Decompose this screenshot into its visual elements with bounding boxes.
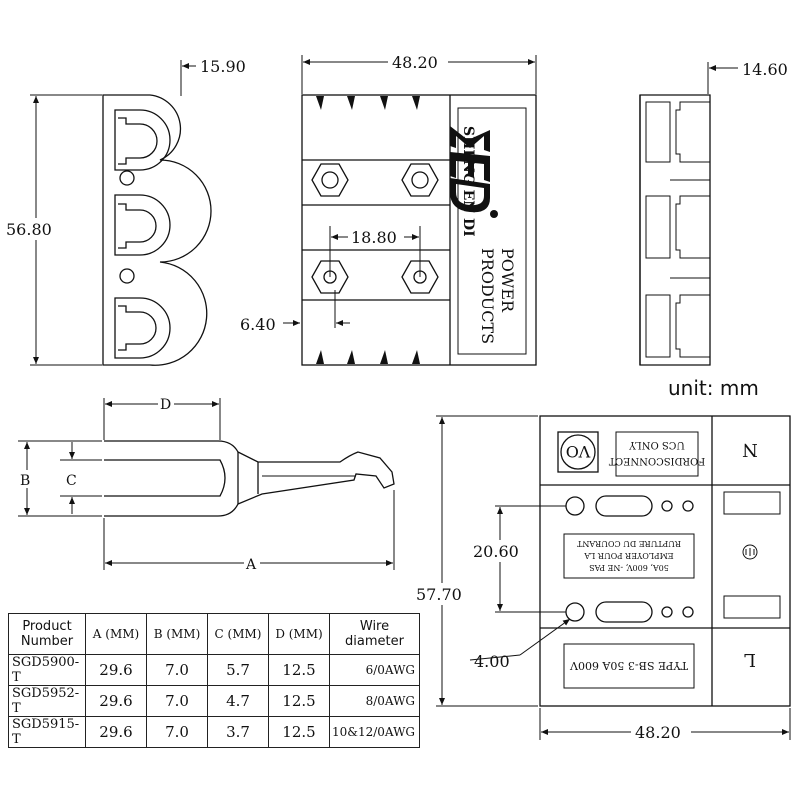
unit-label: unit: mm <box>668 376 759 400</box>
brand-products: PRODUCTS <box>478 248 497 344</box>
header-a: A (MM) <box>85 613 147 655</box>
dim-contact-d-label: D <box>160 397 171 413</box>
cell-c: 4.7 <box>207 685 269 717</box>
front-teeth <box>316 96 420 364</box>
housing-l-label: L <box>744 649 756 670</box>
cell-product: SGD5900-T <box>8 654 86 686</box>
cell-c: 3.7 <box>207 716 269 748</box>
dim-side-width-label: 15.90 <box>200 57 246 76</box>
dim-pin-offset-label: 6.40 <box>240 315 276 334</box>
brand-name: SHENG EN DI <box>460 126 476 237</box>
cell-product: SGD5915-T <box>8 716 86 748</box>
housing-text-employer: EMPLOYER POUR LA <box>584 551 674 560</box>
housing-type-label: TYPE SB-3 50A 600V <box>569 659 688 672</box>
housing-ucs-only: UCS ONLY <box>629 439 685 450</box>
dim-hole-dia <box>469 618 571 661</box>
cell-c: 5.7 <box>207 654 269 686</box>
dim-right-width <box>707 62 738 94</box>
table-row: SGD5900-T 29.6 7.0 5.7 12.5 6/0AWG <box>8 654 420 686</box>
dim-side-width <box>180 60 196 96</box>
cell-d: 12.5 <box>268 685 330 717</box>
dim-contact-a-label: A <box>245 557 257 573</box>
bottom-view <box>539 415 791 707</box>
cell-a: 29.6 <box>85 685 147 717</box>
cell-b: 7.0 <box>146 654 208 686</box>
dim-bottom-height-label: 57.70 <box>416 585 462 604</box>
housing-fordisconnect: FORDISCONNECT <box>608 455 705 466</box>
contact-profile <box>104 440 395 517</box>
dim-hole-dia-label: 4.00 <box>474 652 510 671</box>
side-view <box>102 94 212 366</box>
spec-table: Product Number A (MM) B (MM) C (MM) D (M… <box>8 613 420 748</box>
spec-table-header: Product Number A (MM) B (MM) C (MM) D (M… <box>8 613 420 655</box>
cell-a: 29.6 <box>85 654 147 686</box>
dim-bottom-width-label: 48.20 <box>635 723 681 742</box>
header-wire-diameter: Wire diameter <box>329 613 420 655</box>
dim-hole-spacing-label: 20.60 <box>473 542 519 561</box>
header-b: B (MM) <box>146 613 208 655</box>
header-d: D (MM) <box>268 613 330 655</box>
cell-product: SGD5952-T <box>8 685 86 717</box>
cell-a: 29.6 <box>85 716 147 748</box>
cell-b: 7.0 <box>146 716 208 748</box>
right-view <box>639 94 711 366</box>
dim-pin-spacing-label: 18.80 <box>351 228 397 247</box>
cell-wire: 10&12/0AWG <box>329 716 420 748</box>
cell-b: 7.0 <box>146 685 208 717</box>
header-product-number: Product Number <box>8 613 86 655</box>
dim-right-width-label: 14.60 <box>742 60 788 79</box>
housing-n-label: N <box>742 439 758 460</box>
cell-d: 12.5 <box>268 716 330 748</box>
cell-wire: 6/0AWG <box>329 654 420 686</box>
dim-contact-c <box>60 442 102 514</box>
dim-side-height-label: 56.80 <box>6 220 52 239</box>
housing-vo-label: VO <box>566 442 591 461</box>
dim-pin-offset <box>283 290 350 328</box>
front-view <box>301 94 537 366</box>
table-row: SGD5952-T 29.6 7.0 4.7 12.5 8/0AWG <box>8 685 420 717</box>
dim-front-width-label: 48.20 <box>392 53 438 72</box>
cell-d: 12.5 <box>268 654 330 686</box>
dim-contact-c-label: C <box>66 473 77 489</box>
table-row: SGD5915-T 29.6 7.0 3.7 12.5 10&12/0AWG <box>8 716 420 748</box>
sed-logo-icon <box>450 126 498 218</box>
header-c: C (MM) <box>207 613 269 655</box>
housing-text-rupture: RUPTURE DU COURANT <box>576 539 681 548</box>
brand-power: POWER <box>498 248 517 313</box>
cell-wire: 8/0AWG <box>329 685 420 717</box>
dim-bottom-height <box>436 415 538 707</box>
housing-text-50a: 50A, 600V, -NE PAS <box>589 563 669 572</box>
dim-contact-b-label: B <box>20 473 30 489</box>
